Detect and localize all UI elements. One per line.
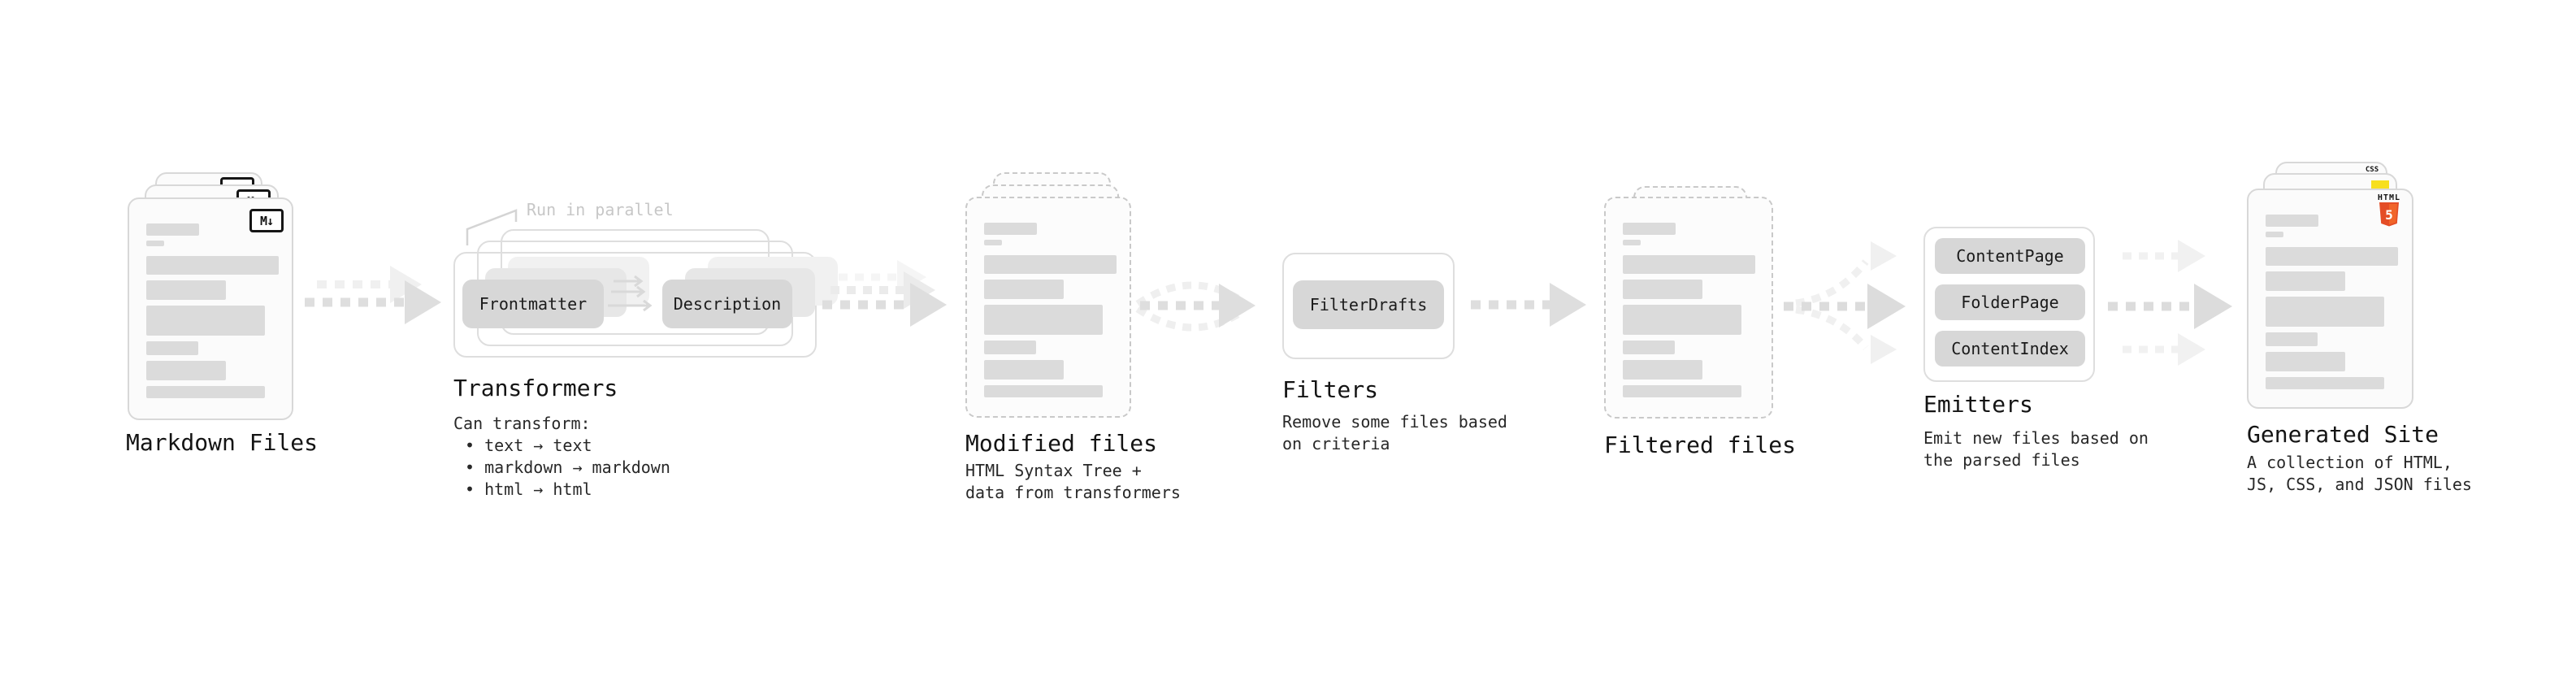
markdown-icon: M↓ bbox=[249, 209, 284, 232]
placeholder-line bbox=[2266, 377, 2384, 389]
placeholder-line bbox=[984, 360, 1064, 380]
contentindex-button: ContentIndex bbox=[1935, 331, 2085, 367]
arrow-emitters-to-generated bbox=[2108, 240, 2232, 366]
placeholder-line bbox=[1623, 223, 1676, 235]
description-line: • text → text bbox=[465, 436, 592, 455]
filters-box bbox=[1282, 253, 1455, 359]
placeholder-line bbox=[2266, 215, 2318, 227]
stage-label-filters: Filters bbox=[1282, 376, 1379, 403]
generated-site-description: A collection of HTML, JS, CSS, and JSON … bbox=[2247, 452, 2472, 496]
transformers-description: Can transform: • text → text • markdown … bbox=[453, 413, 670, 501]
description-line: JS, CSS, and JSON files bbox=[2247, 475, 2472, 494]
html5-shield: 5 bbox=[2379, 202, 2399, 227]
emitters-description: Emit new files based on the parsed files bbox=[1923, 427, 2149, 471]
modified-file-card bbox=[965, 197, 1131, 418]
frontmatter-button: Frontmatter bbox=[462, 280, 604, 328]
placeholder-line bbox=[146, 306, 265, 336]
file-placeholder-lines bbox=[2266, 215, 2398, 389]
stage-label-generated-site: Generated Site bbox=[2247, 421, 2439, 448]
stage-label-modified-files: Modified files bbox=[965, 430, 1158, 457]
html5-icon: HTML 5 bbox=[2378, 194, 2400, 227]
placeholder-line bbox=[146, 241, 164, 246]
placeholder-line bbox=[984, 280, 1064, 299]
placeholder-line bbox=[146, 256, 279, 275]
stage-label-emitters: Emitters bbox=[1923, 391, 2033, 418]
placeholder-line bbox=[984, 223, 1037, 235]
placeholder-line bbox=[146, 341, 198, 355]
filtered-file-card bbox=[1604, 197, 1773, 419]
placeholder-line bbox=[2266, 332, 2318, 346]
placeholder-line bbox=[2266, 297, 2384, 327]
arrow-filtered-to-emitters bbox=[1784, 241, 1906, 364]
arrow-transformers-to-modified bbox=[822, 260, 947, 327]
placeholder-line bbox=[2266, 232, 2283, 237]
stage-label-transformers: Transformers bbox=[453, 375, 618, 401]
placeholder-line bbox=[1623, 340, 1675, 354]
filterdrafts-button: FilterDrafts bbox=[1293, 280, 1444, 329]
file-placeholder-lines bbox=[984, 223, 1117, 397]
description-line: HTML Syntax Tree + bbox=[965, 461, 1142, 480]
description-line: A collection of HTML, bbox=[2247, 453, 2452, 472]
javascript-icon bbox=[2371, 180, 2389, 189]
description-line: Emit new files based on bbox=[1923, 428, 2149, 448]
description-line: data from transformers bbox=[965, 483, 1181, 502]
description-button: Description bbox=[662, 280, 792, 328]
placeholder-line bbox=[2266, 247, 2398, 266]
contentpage-button: ContentPage bbox=[1935, 238, 2085, 274]
emitters-box bbox=[1923, 227, 2095, 382]
description-line: Can transform: bbox=[453, 414, 591, 433]
description-line: Remove some files based bbox=[1282, 412, 1507, 432]
placeholder-line bbox=[984, 340, 1036, 354]
placeholder-line bbox=[984, 385, 1103, 397]
folderpage-button: FolderPage bbox=[1935, 284, 2085, 320]
placeholder-line bbox=[984, 255, 1117, 274]
description-line: • html → html bbox=[465, 479, 592, 499]
description-line: • markdown → markdown bbox=[465, 458, 670, 477]
placeholder-line bbox=[1623, 255, 1755, 274]
filters-description: Remove some files based on criteria bbox=[1282, 411, 1507, 455]
placeholder-line bbox=[146, 386, 265, 398]
description-line: on criteria bbox=[1282, 434, 1390, 453]
markdown-file-card: M↓ bbox=[128, 197, 293, 420]
placeholder-line bbox=[1623, 280, 1702, 299]
svg-text:5: 5 bbox=[2385, 207, 2393, 223]
file-placeholder-lines bbox=[146, 223, 279, 398]
arrow-filters-to-filtered bbox=[1471, 283, 1586, 327]
placeholder-line bbox=[146, 361, 226, 380]
modified-files-description: HTML Syntax Tree + data from transformer… bbox=[965, 460, 1181, 504]
file-placeholder-lines bbox=[1623, 223, 1755, 397]
placeholder-line bbox=[1623, 305, 1741, 335]
placeholder-line bbox=[2266, 271, 2345, 291]
placeholder-line bbox=[1623, 385, 1741, 397]
arrow-markdown-to-transformers bbox=[305, 266, 441, 324]
description-line: the parsed files bbox=[1923, 450, 2080, 470]
run-in-parallel-note: Run in parallel bbox=[527, 200, 674, 219]
placeholder-line bbox=[1623, 360, 1702, 380]
placeholder-line bbox=[984, 240, 1002, 245]
placeholder-line bbox=[2266, 352, 2345, 371]
stage-label-markdown-files: Markdown Files bbox=[126, 429, 319, 456]
placeholder-line bbox=[984, 305, 1103, 335]
placeholder-line bbox=[1623, 240, 1641, 245]
generated-site-card: HTML 5 bbox=[2247, 189, 2413, 409]
placeholder-line bbox=[146, 280, 226, 300]
arrow-modified-to-filters bbox=[1135, 281, 1255, 332]
stage-label-filtered-files: Filtered files bbox=[1604, 432, 1797, 458]
placeholder-line bbox=[146, 223, 199, 236]
